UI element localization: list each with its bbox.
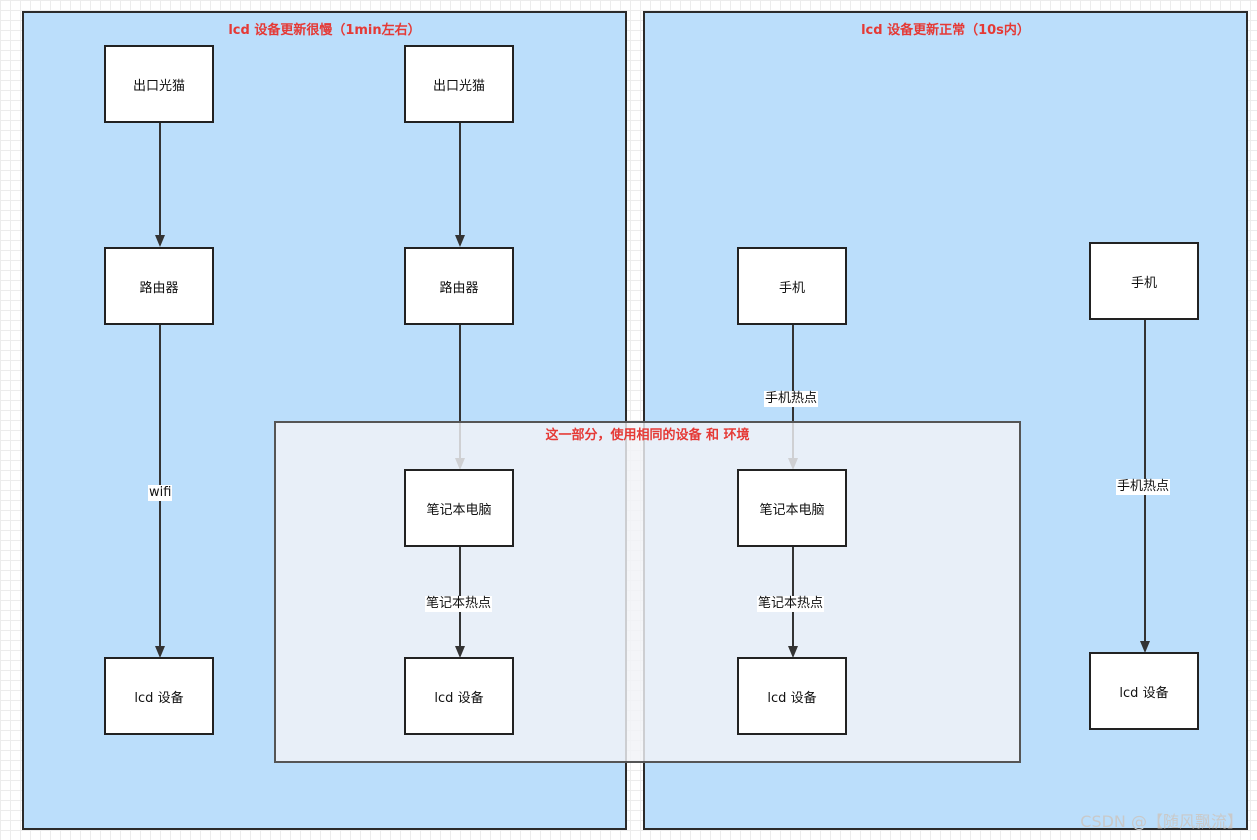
node-c-phone[interactable]: 手机	[737, 247, 847, 325]
slow-zone-title: lcd 设备更新很慢（1min左右）	[228, 23, 421, 38]
edge-label-d-phone-hotspot: 手机热点	[1116, 479, 1171, 495]
node-c-laptop[interactable]: 笔记本电脑	[737, 469, 847, 547]
arrowhead	[1140, 641, 1150, 653]
edge-a-modem-router	[159, 123, 161, 235]
arrowhead	[155, 646, 165, 658]
node-d-phone[interactable]: 手机	[1089, 242, 1199, 320]
node-a-lcd-device[interactable]: lcd 设备	[104, 657, 214, 735]
edge-b-modem-router	[459, 123, 461, 235]
arrowhead	[155, 235, 165, 247]
shared-environment-overlay: 这一部分，使用相同的设备 和 环境	[274, 421, 1021, 763]
edge-b-router-laptop	[459, 325, 461, 458]
overlay-title: 这一部分，使用相同的设备 和 环境	[545, 428, 750, 443]
csdn-watermark: CSDN @【随风飘流】	[1080, 812, 1243, 831]
node-c-lcd-device[interactable]: lcd 设备	[737, 657, 847, 735]
edge-label-c-laptop-hotspot: 笔记本热点	[757, 596, 825, 612]
edge-label-wifi: wifi	[148, 485, 173, 501]
arrowhead	[455, 646, 465, 658]
node-a-optical-modem[interactable]: 出口光猫	[104, 45, 214, 123]
normal-zone-title: lcd 设备更新正常（10s内）	[861, 23, 1030, 38]
node-b-lcd-device[interactable]: lcd 设备	[404, 657, 514, 735]
node-b-optical-modem[interactable]: 出口光猫	[404, 45, 514, 123]
node-d-lcd-device[interactable]: lcd 设备	[1089, 652, 1199, 730]
edge-label-c-phone-hotspot: 手机热点	[764, 391, 819, 407]
node-b-router[interactable]: 路由器	[404, 247, 514, 325]
arrowhead	[788, 646, 798, 658]
node-b-laptop[interactable]: 笔记本电脑	[404, 469, 514, 547]
node-a-router[interactable]: 路由器	[104, 247, 214, 325]
edge-label-b-laptop-hotspot: 笔记本热点	[425, 596, 493, 612]
arrowhead	[455, 235, 465, 247]
